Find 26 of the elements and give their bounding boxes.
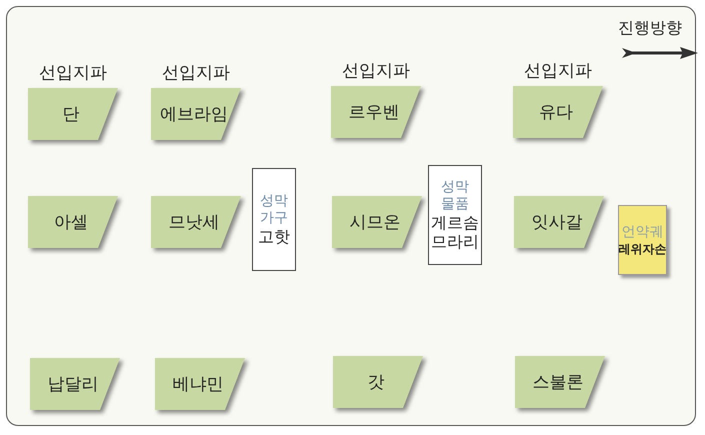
tribe-name: 스불론 <box>532 372 584 394</box>
heading-label: 선입지파 <box>523 60 593 83</box>
label-card <box>252 168 296 271</box>
tribe-name: 르우벤 <box>348 102 400 124</box>
heading-label: 선입지파 <box>341 60 411 83</box>
tribe-name: 아셀 <box>54 212 88 234</box>
tribe-name: 므낫세 <box>168 212 220 234</box>
tribe-name: 갓 <box>368 372 384 394</box>
tribe-name: 베냐민 <box>172 374 224 396</box>
category-text: 언약궤 <box>622 223 664 241</box>
direction-label: 진행방향 <box>618 18 682 39</box>
tribe-name: 유다 <box>539 102 573 124</box>
label-card <box>428 165 482 265</box>
clan-name: 게르솜 므라리 <box>430 213 480 251</box>
heading-label: 선입지파 <box>38 62 108 85</box>
tribe-name: 단 <box>62 104 80 126</box>
tribe-name: 에브라임 <box>160 104 228 126</box>
clan-name: 고핫 <box>258 227 290 246</box>
tribe-name: 납달리 <box>48 374 98 396</box>
category-text: 성막 물품 <box>440 179 470 213</box>
category-text: 성막 가구 <box>259 193 289 227</box>
tribe-name: 잇사갈 <box>532 212 582 234</box>
tribe-name: 시므온 <box>350 212 400 234</box>
clan-name: 레위자손 <box>618 241 666 257</box>
ark-card <box>618 205 667 275</box>
heading-label: 선입지파 <box>161 62 231 85</box>
